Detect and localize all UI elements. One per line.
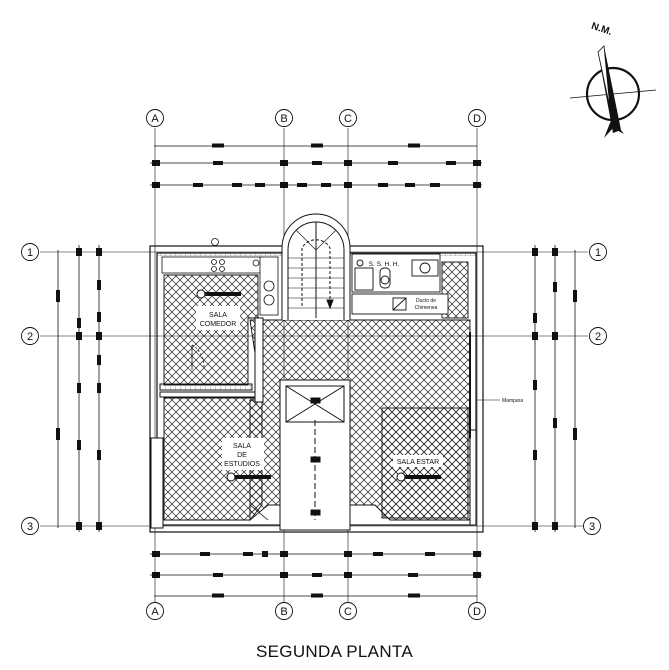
room-label-sshh: S. S. H. H.	[369, 261, 400, 268]
room-label-sala-estar-text: SALA ESTAR	[397, 459, 439, 466]
grid-bubbles	[21, 109, 607, 620]
grid-bubble-2-left	[21, 327, 39, 345]
stair-core	[281, 213, 351, 320]
grid-label-2-left: 2	[27, 331, 33, 343]
north-arrow-label: N.M.	[590, 21, 614, 38]
drawing-title: SEGUNDA PLANTA	[256, 642, 413, 661]
grid-label-c-bottom: C	[344, 606, 352, 618]
room-label-sala-estudios-line2: DE	[237, 452, 247, 459]
toilet-bowl-icon	[380, 275, 390, 285]
right-dimension-ticks	[532, 248, 577, 530]
grid-bubble-c-bottom	[339, 602, 357, 620]
grid-label-b-top: B	[280, 113, 287, 125]
grid-label-3-right: 3	[589, 521, 595, 533]
stove-burner-icon	[211, 266, 217, 272]
room-label-sala-comedor: SALA COMEDOR	[196, 306, 240, 330]
room-label-sala-comedor-line1: SALA	[209, 312, 227, 319]
level-marker-icon	[196, 289, 206, 299]
grid-bubble-1-left	[21, 243, 39, 261]
grid-bubble-a-top	[146, 109, 164, 127]
level-marker-icon	[226, 472, 236, 482]
room-label-sala-estar: SALA ESTAR	[393, 455, 443, 467]
north-arrow-icon	[569, 45, 657, 138]
stair-arrow-icon	[326, 299, 334, 310]
level-marker-icon	[396, 472, 406, 482]
grid-label-a-top: A	[151, 113, 159, 125]
grid-bubble-d-top	[468, 109, 486, 127]
stair-void	[279, 379, 351, 531]
bathroom	[351, 253, 449, 315]
stove-burner-icon	[219, 266, 225, 272]
bottom-dimension-ticks	[152, 551, 481, 598]
room-label-ducto-line2: Chimenea	[415, 305, 438, 311]
grid-label-1-left: 1	[27, 247, 33, 259]
grid-bubble-a-bottom	[146, 602, 164, 620]
room-label-sala-estudios-line3: ESTUDIOS	[224, 461, 260, 468]
room-label-sala-estudios-line1: SALA	[233, 443, 251, 450]
kitchen-counter	[161, 238, 279, 316]
grid-bubble-3-right	[583, 517, 601, 535]
grid-bubble-c-top	[339, 109, 357, 127]
room-label-sala-estudios: SALA DE ESTUDIOS	[222, 438, 264, 470]
grid-label-a-bottom: A	[151, 606, 159, 618]
grid-bubble-d-bottom	[468, 602, 486, 620]
grid-bubble-2-right	[589, 327, 607, 345]
floor-sala-estudios	[163, 397, 263, 521]
room-label-ducto-line1: Ducto de	[416, 298, 436, 304]
herringbone-floors	[163, 261, 471, 521]
stove-burner-icon	[211, 259, 217, 265]
grid-bubble-1-right	[589, 243, 607, 261]
grid-bubble-3-left	[21, 517, 39, 535]
grid-label-d-top: D	[473, 113, 481, 125]
grid-label-1-right: 1	[595, 247, 601, 259]
top-dimension-ticks	[152, 143, 481, 188]
annotation-mampara: Mampara	[502, 398, 523, 404]
grid-label-d-bottom: D	[473, 606, 481, 618]
stove-burner-icon	[219, 259, 225, 265]
grid-label-3-left: 3	[27, 521, 33, 533]
interior-walls	[150, 317, 477, 529]
door-swings	[191, 332, 500, 521]
grid-bubble-b-bottom	[275, 602, 293, 620]
sink-icon	[263, 280, 275, 292]
sink-icon	[263, 294, 275, 306]
top-dimension-lines	[150, 145, 482, 186]
room-label-sala-comedor-line2: COMEDOR	[200, 321, 237, 328]
grid-bubble-b-top	[275, 109, 293, 127]
grid-label-b-bottom: B	[280, 606, 287, 618]
grid-label-c-top: C	[344, 113, 352, 125]
grid-label-2-right: 2	[595, 331, 601, 343]
level-markers	[196, 289, 441, 482]
